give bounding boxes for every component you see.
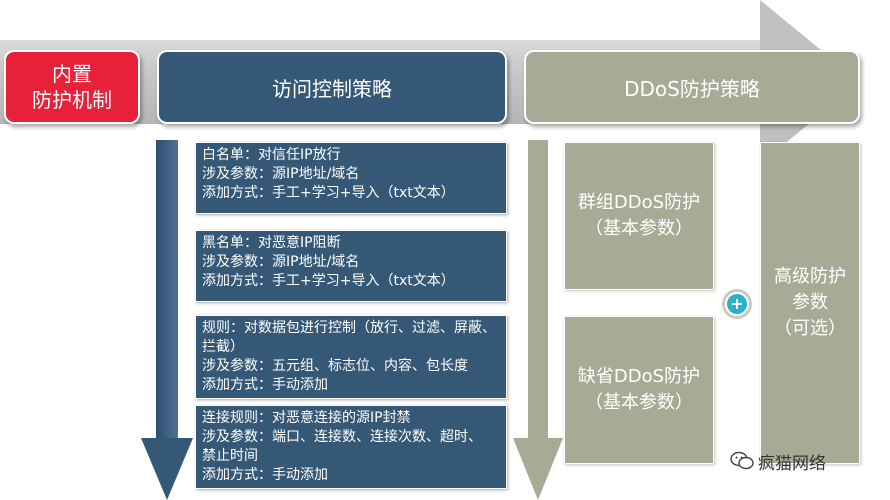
wechat-icon <box>730 451 754 470</box>
group-ddos-title: 群组DDoS防护 <box>577 192 701 213</box>
access-control-down-arrow <box>156 140 178 440</box>
advanced-protection-box: 高级防护 参数 （可选） <box>760 142 860 464</box>
blacklist-line: 黑名单：对恶意IP阻断 <box>202 235 341 251</box>
access-control-label: 访问控制策略 <box>272 76 392 101</box>
connection-rule-line: 涉及参数：端口、连接数、连接次数、超时、 <box>202 429 482 445</box>
packet-rule-line: 添加方式：手动添加 <box>202 377 328 393</box>
watermark-text: 疯猫网络 <box>758 453 826 474</box>
blacklist-line: 涉及参数：源IP地址/域名 <box>202 254 360 270</box>
blacklist-line: 添加方式：手工+学习+导入（txt文本） <box>202 273 455 289</box>
ddos-header: DDoS防护策略 <box>524 50 860 124</box>
builtin-protection-box: 内置 防护机制 <box>4 50 140 124</box>
connection-rule-box: 连接规则：对恶意连接的源IP封禁 涉及参数：端口、连接数、连接次数、超时、 禁止… <box>195 405 507 489</box>
packet-rule-line: 规则：对数据包进行控制（放行、过滤、屏蔽、 <box>202 320 496 336</box>
whitelist-line: 添加方式：手工+学习+导入（txt文本） <box>202 185 455 201</box>
packet-rule-line: 涉及参数：五元组、标志位、内容、包长度 <box>202 358 468 374</box>
default-ddos-subtitle: （基本参数） <box>585 392 693 413</box>
access-control-down-arrowhead <box>141 438 193 500</box>
default-ddos-title: 缺省DDoS防护 <box>577 366 701 387</box>
whitelist-box: 白名单：对信任IP放行 涉及参数：源IP地址/域名 添加方式：手工+学习+导入（… <box>195 142 507 214</box>
connection-rule-line: 连接规则：对恶意连接的源IP封禁 <box>202 410 411 426</box>
plus-icon: + <box>722 289 752 319</box>
whitelist-line: 涉及参数：源IP地址/域名 <box>202 166 360 182</box>
advanced-optional: （可选） <box>774 318 846 339</box>
connection-rule-line: 添加方式：手动添加 <box>202 467 328 483</box>
packet-rule-box: 规则：对数据包进行控制（放行、过滤、屏蔽、 拦截） 涉及参数：五元组、标志位、内… <box>195 315 507 399</box>
access-control-header: 访问控制策略 <box>157 50 507 124</box>
builtin-protection-label: 内置 防护机制 <box>32 62 112 112</box>
ddos-label: DDoS防护策略 <box>624 76 760 101</box>
packet-rule-line: 拦截） <box>202 339 244 355</box>
blacklist-box: 黑名单：对恶意IP阻断 涉及参数：源IP地址/域名 添加方式：手工+学习+导入（… <box>195 230 507 302</box>
advanced-subtitle: 参数 <box>792 292 828 313</box>
group-ddos-subtitle: （基本参数） <box>585 218 693 239</box>
connection-rule-line: 禁止时间 <box>202 448 258 464</box>
ddos-down-arrowhead <box>513 438 563 500</box>
group-ddos-box: 群组DDoS防护 （基本参数） <box>564 142 714 290</box>
whitelist-line: 白名单：对信任IP放行 <box>202 147 341 163</box>
advanced-title: 高级防护 <box>774 266 846 287</box>
watermark: 疯猫网络 <box>730 448 826 474</box>
ddos-down-arrow <box>528 140 548 440</box>
default-ddos-box: 缺省DDoS防护 （基本参数） <box>564 316 714 464</box>
